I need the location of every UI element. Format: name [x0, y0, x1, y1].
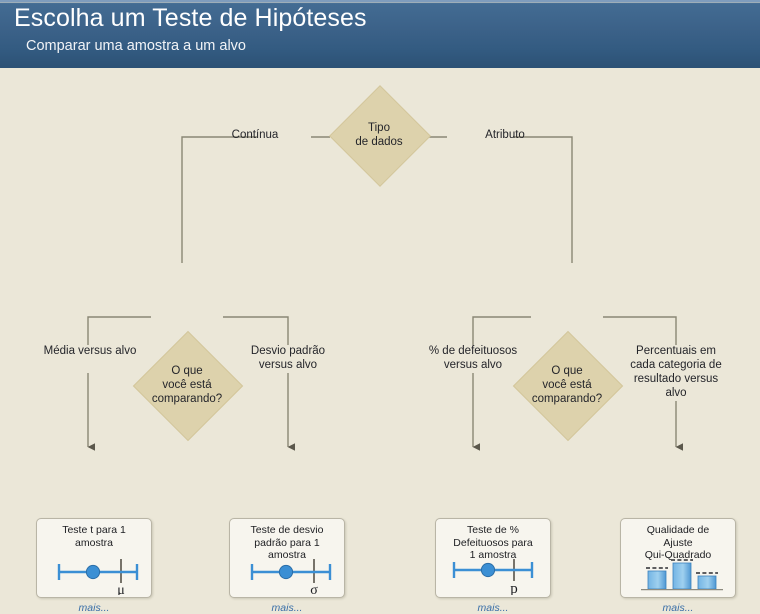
- criterion-label-media-versus-alvo: Média versus alvo: [43, 345, 137, 357]
- more-link-qualidade-ajuste-qui-quadrado[interactable]: mais...: [662, 602, 694, 614]
- result-card-teste-pct-defeituosos-1-amostra[interactable]: Teste de % Defeituosos para 1 amostra p: [435, 518, 551, 598]
- criterion-label-pct-defeituosos-versus-alvo: % de defeituosos versus alvo: [428, 345, 518, 371]
- more-link-teste-t-1-amostra[interactable]: mais...: [78, 602, 110, 614]
- page-subtitle: Comparar uma amostra a um alvo: [26, 38, 246, 54]
- flowchart-canvas: Tipo de dados Contínua Atributo O que vo…: [0, 68, 760, 614]
- result-card-teste-desvio-padrao-1-amostra[interactable]: Teste de desvio padrão para 1 amostra σ: [229, 518, 345, 598]
- result-symbol: μ: [117, 583, 125, 595]
- branch-label-atributo: Atributo: [485, 129, 525, 141]
- result-symbol: p: [510, 581, 518, 595]
- result-title: Teste t para 1 amostra: [62, 524, 126, 549]
- more-link-teste-pct-defeituosos-1-amostra[interactable]: mais...: [477, 602, 509, 614]
- result-symbol: σ: [310, 583, 318, 595]
- bar-chart-icon: [641, 559, 723, 591]
- page-header: Escolha um Teste de Hipóteses Comparar u…: [0, 0, 760, 68]
- result-title: Teste de % Defeituosos para 1 amostra: [453, 524, 533, 561]
- page-title: Escolha um Teste de Hipóteses: [14, 4, 367, 32]
- connector-lines: [87, 136, 683, 451]
- confidence-interval-icon: μ: [57, 559, 139, 595]
- more-link-teste-desvio-padrao-1-amostra[interactable]: mais...: [271, 602, 303, 614]
- decision-tipo-de-dados[interactable]: Tipo de dados: [329, 85, 431, 187]
- confidence-interval-icon: σ: [250, 559, 332, 595]
- decision-label: O que você está comparando?: [151, 365, 223, 405]
- branch-label-continua: Contínua: [231, 129, 279, 141]
- criterion-label-desvio-padrao-versus-alvo: Desvio padrão versus alvo: [250, 345, 326, 371]
- criterion-label-percentuais-categoria-versus-alvo: Percentuais em cada categoria de resulta…: [630, 345, 722, 399]
- result-card-teste-t-1-amostra[interactable]: Teste t para 1 amostra μ: [36, 518, 152, 598]
- result-title: Teste de desvio padrão para 1 amostra: [250, 524, 324, 561]
- decision-label: Tipo de dados: [355, 122, 403, 148]
- confidence-interval-icon: p: [452, 559, 534, 595]
- decision-comparando-esquerda[interactable]: O que você está comparando?: [132, 330, 244, 442]
- result-title: Qualidade de Ajuste Qui-Quadrado: [644, 524, 712, 561]
- decision-label: O que você está comparando?: [531, 365, 603, 405]
- decision-comparando-direita[interactable]: O que você está comparando?: [512, 330, 624, 442]
- result-card-qualidade-ajuste-qui-quadrado[interactable]: Qualidade de Ajuste Qui-Quadrado: [620, 518, 736, 598]
